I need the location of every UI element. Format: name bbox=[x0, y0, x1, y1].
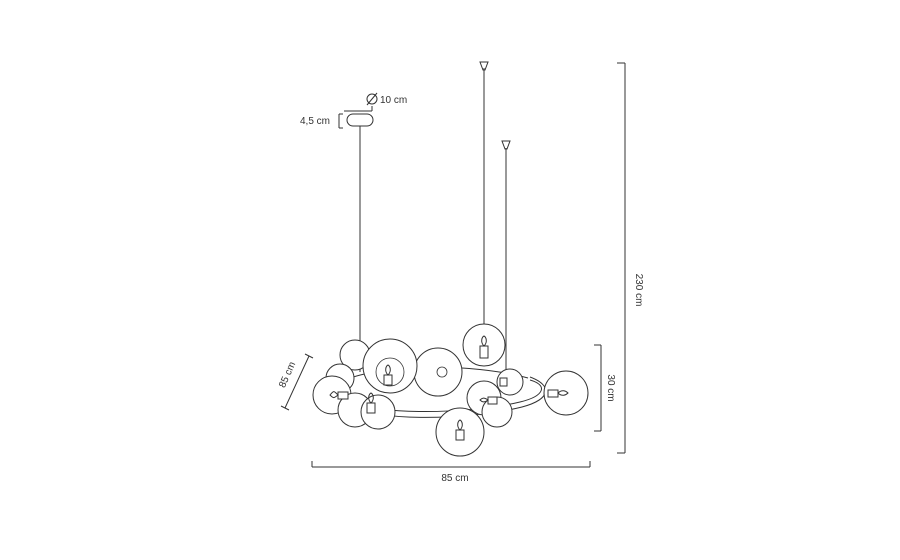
glass-globe bbox=[543, 370, 589, 416]
bulb-holders bbox=[329, 335, 569, 441]
bulb-icon bbox=[366, 392, 376, 414]
suspension-cables bbox=[359, 61, 511, 380]
bulb-icon bbox=[499, 377, 508, 387]
canopy-height-label: 4,5 cm bbox=[300, 116, 330, 127]
canopy-height-dimension: 4,5 cm bbox=[300, 113, 343, 129]
body-height-dimension: 30 cm bbox=[594, 344, 616, 432]
glass-globe bbox=[462, 323, 506, 367]
canopy-diameter-label: 10 cm bbox=[380, 95, 407, 106]
width-dimension: 85 cm bbox=[311, 461, 591, 484]
glass-globe-inner bbox=[436, 366, 448, 378]
cable-hook-icon bbox=[479, 61, 489, 71]
bulb-icon bbox=[383, 364, 393, 386]
glass-globe-inner bbox=[375, 357, 405, 387]
glass-globe bbox=[362, 338, 418, 394]
bulb-icon bbox=[479, 396, 498, 405]
canopy-diameter-dimension: 10 cm bbox=[344, 92, 407, 112]
diameter-symbol-icon bbox=[366, 93, 378, 105]
glass-globes bbox=[312, 323, 589, 457]
depth-dimension: 85 cm bbox=[277, 353, 314, 411]
ceiling-canopy bbox=[346, 113, 374, 129]
body-height-label: 30 cm bbox=[605, 374, 616, 401]
bulb-icon bbox=[329, 391, 349, 400]
glass-globe bbox=[360, 394, 396, 430]
cable-hook-icon bbox=[501, 140, 511, 150]
glass-globe bbox=[496, 368, 524, 396]
glass-globe bbox=[413, 347, 463, 397]
bulb-icon bbox=[479, 335, 489, 359]
bulb-icon bbox=[547, 389, 569, 398]
total-height-dimension: 230 cm bbox=[617, 62, 644, 454]
bulb-icon bbox=[455, 419, 465, 441]
total-height-label: 230 cm bbox=[633, 274, 644, 307]
width-label: 85 cm bbox=[441, 473, 468, 484]
